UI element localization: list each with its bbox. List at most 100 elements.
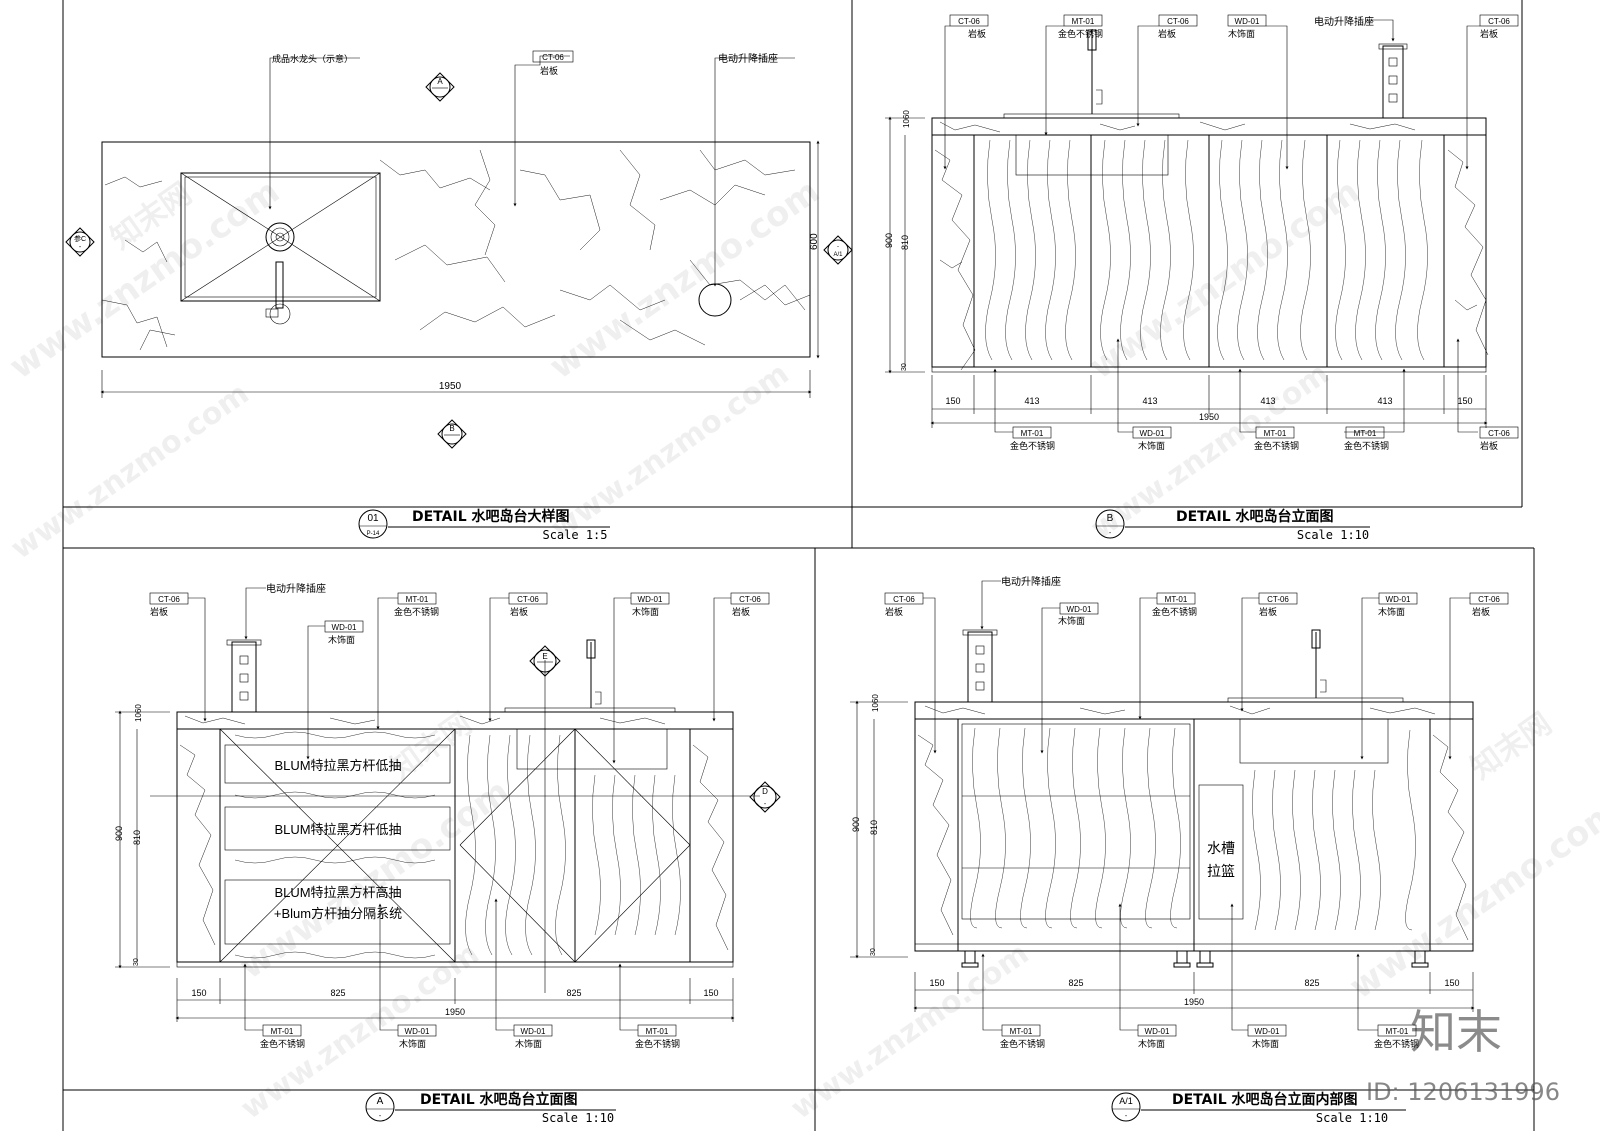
svg-text:WD-01: WD-01 xyxy=(521,1027,546,1036)
svg-text:A/1: A/1 xyxy=(833,252,843,258)
svg-text:WD-01: WD-01 xyxy=(1386,595,1411,604)
svg-text:知末网: 知末网 xyxy=(1465,706,1559,786)
faucet-plan-icon xyxy=(275,261,284,309)
title-block-a1: A/1 - DETAIL 水吧岛台立面内部图 Scale 1:10 xyxy=(1111,1091,1406,1125)
svg-text:金色不锈钢: 金色不锈钢 xyxy=(260,1038,305,1049)
svg-text:-: - xyxy=(79,244,82,251)
svg-text:www.znzmo.com: www.znzmo.com xyxy=(542,171,827,387)
svg-text:岩板: 岩板 xyxy=(885,606,903,617)
svg-text:-: - xyxy=(837,244,839,250)
svg-text:岩板: 岩板 xyxy=(1480,440,1498,451)
svg-text:MT-01: MT-01 xyxy=(271,1027,294,1036)
svg-text:WD-01: WD-01 xyxy=(332,623,357,632)
svg-text:电动升降插座: 电动升降插座 xyxy=(1001,575,1061,588)
svg-text:825: 825 xyxy=(566,988,581,998)
sink-basket xyxy=(1198,784,1244,920)
svg-text:CT-06: CT-06 xyxy=(1488,17,1510,26)
svg-text:150: 150 xyxy=(1444,978,1459,988)
svg-text:木饰面: 木饰面 xyxy=(1378,606,1405,617)
svg-text:金色不锈钢: 金色不锈钢 xyxy=(1058,28,1103,39)
dims-bottom-a1: 150 825 825 150 1950 xyxy=(913,972,1475,1012)
svg-text:金色不锈钢: 金色不锈钢 xyxy=(1344,440,1389,451)
sheet-frame xyxy=(62,0,1535,1131)
svg-text:1950: 1950 xyxy=(445,1007,465,1017)
svg-text:A: A xyxy=(377,1096,384,1107)
svg-text:www.znzmo.com: www.znzmo.com xyxy=(1082,171,1367,387)
svg-text:1950: 1950 xyxy=(1184,997,1204,1007)
svg-text:CT-06: CT-06 xyxy=(958,17,980,26)
callouts-top-a1: 电动升降插座 CT-06 岩板 WD-01 木饰面 MT-01 金色不锈钢 CT… xyxy=(884,575,1509,760)
svg-text:E: E xyxy=(542,652,547,661)
callouts-top-a: 电动升降插座 CT-06 岩板 WD-01 木饰面 MT-01 金色不锈钢 CT… xyxy=(149,582,770,764)
svg-text:01: 01 xyxy=(367,513,379,524)
svg-text:知末网: 知末网 xyxy=(385,706,479,786)
drawer-label-4: +Blum方杆抽分隔系统 xyxy=(274,906,402,921)
svg-text:电动升降插座: 电动升降插座 xyxy=(1314,15,1374,28)
brand-logo: 知末 xyxy=(1410,1005,1502,1059)
svg-text:木饰面: 木饰面 xyxy=(328,634,355,645)
basket-label-1: 水槽 xyxy=(1207,840,1235,856)
svg-text:900: 900 xyxy=(851,817,861,832)
svg-text:木饰面: 木饰面 xyxy=(515,1038,542,1049)
svg-text:825: 825 xyxy=(330,988,345,998)
svg-text:WD-01: WD-01 xyxy=(1235,17,1260,26)
dims-bottom-a: 150 825 825 150 1950 xyxy=(175,978,735,1022)
svg-text:B: B xyxy=(449,424,454,433)
wood-grain-a1 xyxy=(970,727,1416,931)
socket-tower-b xyxy=(1382,45,1404,119)
svg-text:413: 413 xyxy=(1377,396,1392,406)
svg-text:-: - xyxy=(1125,1113,1128,1120)
svg-text:电动升降插座: 电动升降插座 xyxy=(266,582,326,595)
drawer-label-1: BLUM特拉黑方杆低抽 xyxy=(274,758,401,773)
svg-text:MT-01: MT-01 xyxy=(1165,595,1188,604)
svg-text:1950: 1950 xyxy=(1199,412,1219,422)
svg-text:CT-06: CT-06 xyxy=(893,595,915,604)
svg-text:木饰面: 木饰面 xyxy=(1228,28,1255,39)
dims-side-b: 900 810 1060 30 xyxy=(884,110,925,374)
title-block-a: A - DETAIL 水吧岛台立面图 Scale 1:10 xyxy=(365,1091,616,1125)
svg-text:MT-01: MT-01 xyxy=(1072,17,1095,26)
svg-text:MT-01: MT-01 xyxy=(1264,429,1287,438)
marble-veins xyxy=(101,149,811,351)
svg-text:木饰面: 木饰面 xyxy=(1138,1038,1165,1049)
svg-text:木饰面: 木饰面 xyxy=(632,606,659,617)
svg-text:MT-01: MT-01 xyxy=(1354,429,1377,438)
section-marker-d: D - xyxy=(749,781,781,813)
socket-tower-a1 xyxy=(967,631,993,703)
image-id-label: ID: 1206131996 xyxy=(1366,1078,1560,1106)
svg-text:A: A xyxy=(437,77,443,86)
panel-elevation-a: BLUM特拉黑方杆低抽 BLUM特拉黑方杆低抽 BLUM特拉黑方杆高抽 +Blu… xyxy=(114,582,781,1125)
svg-text:CT-06: CT-06 xyxy=(158,595,180,604)
callouts-bottom-a: MT-01 金色不锈钢 WD-01 木饰面 WD-01 木饰面 MT-01 金色… xyxy=(243,898,680,1049)
svg-text:岩板: 岩板 xyxy=(1472,606,1490,617)
svg-text:金色不锈钢: 金色不锈钢 xyxy=(394,606,439,617)
svg-text:www.znzmo.com: www.znzmo.com xyxy=(545,356,796,546)
svg-text:MT-01: MT-01 xyxy=(1010,1027,1033,1036)
callouts-bottom-a1: MT-01 金色不锈钢 WD-01 木饰面 WD-01 木饰面 MT-01 金色… xyxy=(981,903,1419,1049)
svg-text:金色不锈钢: 金色不锈钢 xyxy=(1254,440,1299,451)
svg-text:CT-06: CT-06 xyxy=(1478,595,1500,604)
dims-side-a1: 900 810 1060 30 xyxy=(850,694,908,959)
svg-text:参C: 参C xyxy=(74,234,86,243)
svg-text:30: 30 xyxy=(133,958,140,966)
svg-text:www.znzmo.com: www.znzmo.com xyxy=(5,376,256,566)
svg-text:810: 810 xyxy=(869,820,879,835)
svg-text:木饰面: 木饰面 xyxy=(1058,615,1085,626)
svg-text:WD-01: WD-01 xyxy=(405,1027,430,1036)
svg-text:-: - xyxy=(764,801,767,808)
svg-text:金色不锈钢: 金色不锈钢 xyxy=(1000,1038,1045,1049)
scale-elevation-a1: Scale 1:10 xyxy=(1316,1111,1388,1125)
title-block-01: 01 P-14 DETAIL 水吧岛台大样图 Scale 1:5 xyxy=(358,508,610,542)
cabinet-legs-a1 xyxy=(961,950,1429,968)
sink-bowl xyxy=(180,172,381,302)
svg-text:825: 825 xyxy=(1068,978,1083,988)
svg-text:150: 150 xyxy=(703,988,718,998)
section-marker-c: 参C - xyxy=(65,227,95,257)
stone-side-panels-a1 xyxy=(917,734,1469,941)
svg-text:D: D xyxy=(762,787,768,796)
svg-text:www.znzmo.com: www.znzmo.com xyxy=(1342,791,1600,1007)
svg-text:810: 810 xyxy=(132,830,142,845)
svg-text:金色不锈钢: 金色不锈钢 xyxy=(1010,440,1055,451)
basket-label-2: 拉篮 xyxy=(1207,863,1235,879)
svg-text:P-14: P-14 xyxy=(367,531,380,537)
